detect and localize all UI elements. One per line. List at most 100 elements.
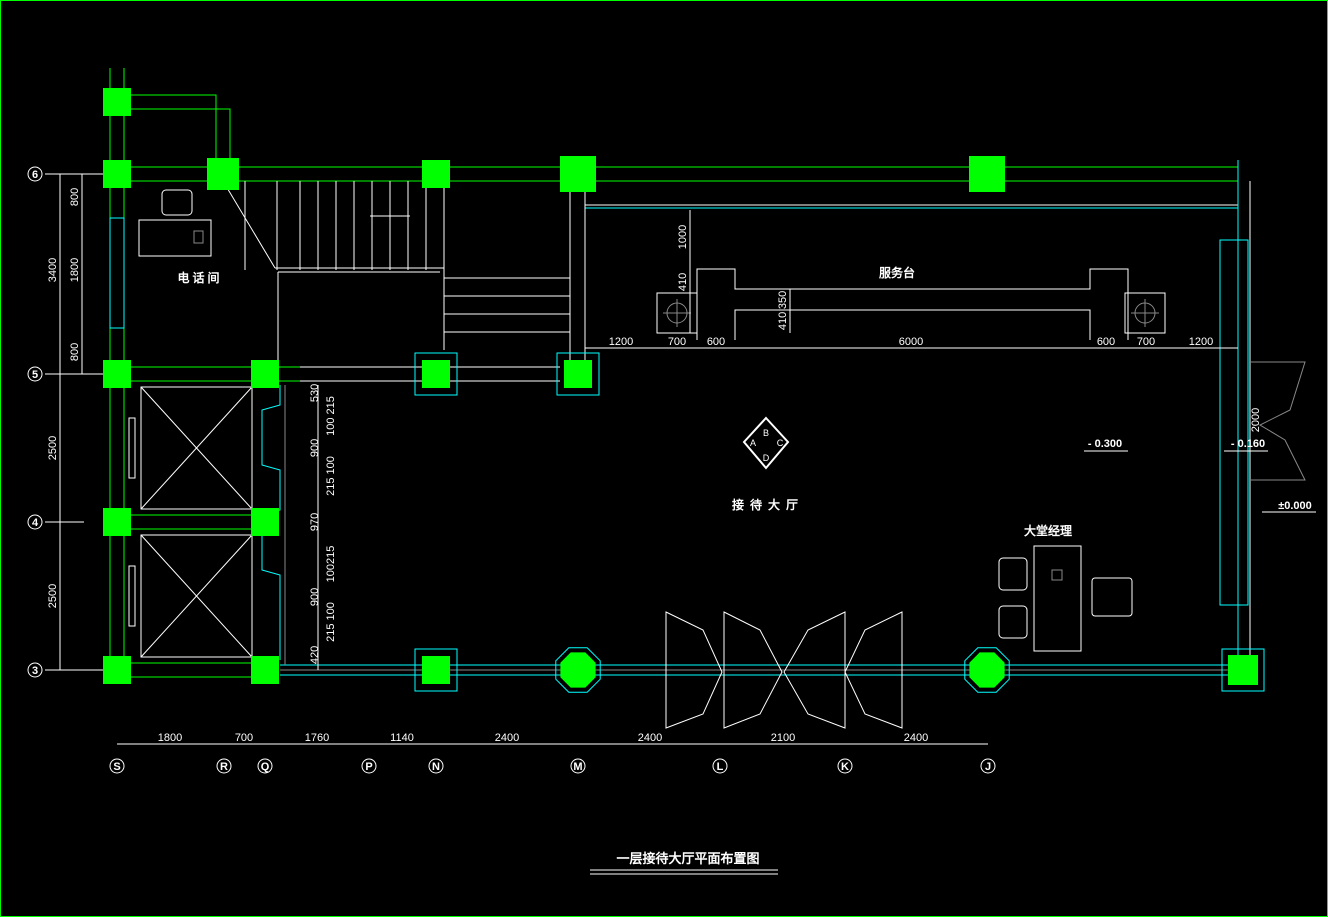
- grid-col-r: R: [216, 758, 232, 774]
- svg-text:K: K: [841, 761, 849, 773]
- column: [103, 508, 131, 536]
- column: [251, 656, 279, 684]
- elevator-dimensions: 530 100 215 900 215 100 970 100215 900 2…: [309, 384, 337, 664]
- svg-text:P: P: [365, 761, 372, 773]
- column: [422, 360, 450, 388]
- svg-text:800: 800: [69, 188, 81, 206]
- svg-text:100 215: 100 215: [325, 396, 337, 436]
- svg-text:215 100: 215 100: [325, 456, 337, 496]
- column: [251, 508, 279, 536]
- svg-text:215 100: 215 100: [325, 602, 337, 642]
- svg-text:1760: 1760: [305, 732, 329, 744]
- svg-text:1800: 1800: [69, 258, 81, 282]
- svg-text:420: 420: [309, 646, 321, 664]
- desk-dimensions: 1200 700 600 6000 600 700 1200 1000 410 …: [609, 225, 1262, 432]
- grid-col-j: J: [980, 758, 996, 774]
- svg-text:970: 970: [309, 513, 321, 531]
- round-column-casing: [964, 647, 1010, 693]
- svg-text:530: 530: [309, 384, 321, 402]
- grid-columns: S R Q P N M L K J: [109, 758, 996, 774]
- grid-row-5: 5: [27, 366, 43, 382]
- svg-text:C: C: [777, 438, 784, 448]
- column: [103, 160, 131, 188]
- label-service-desk: 服务台: [879, 265, 915, 280]
- structural-columns: [103, 88, 1265, 693]
- grid-row-6: 6: [27, 166, 43, 182]
- svg-text:3400: 3400: [47, 258, 59, 282]
- column: [207, 158, 239, 190]
- svg-text:N: N: [432, 761, 440, 773]
- column: [560, 156, 596, 192]
- svg-text:D: D: [763, 453, 770, 463]
- bottom-dimensions: 1800 700 1760 1140 2400 2400 2100 2400: [158, 732, 928, 744]
- column: [251, 360, 279, 388]
- column-casing: [556, 352, 600, 396]
- svg-text:2400: 2400: [904, 732, 928, 744]
- svg-text:5: 5: [32, 369, 38, 381]
- column: [1228, 655, 1258, 685]
- svg-text:700: 700: [668, 336, 686, 348]
- svg-text:6: 6: [32, 169, 38, 181]
- svg-text:B: B: [763, 428, 769, 438]
- elevation-outside: ±0.000: [1278, 500, 1312, 512]
- grid-col-q: Q: [257, 758, 273, 774]
- column: [969, 156, 1005, 192]
- svg-text:A: A: [750, 438, 756, 448]
- label-lobby-manager: 大堂经理: [1024, 523, 1072, 538]
- svg-text:700: 700: [235, 732, 253, 744]
- column-casing: [414, 352, 458, 396]
- svg-text:800: 800: [69, 343, 81, 361]
- svg-text:350: 350: [777, 291, 789, 309]
- svg-text:410: 410: [677, 273, 689, 291]
- svg-text:L: L: [717, 761, 724, 773]
- grid-col-p: P: [361, 758, 377, 774]
- label-reception-hall: 接待大厅: [732, 497, 804, 512]
- grid-row-3: 3: [27, 662, 43, 678]
- svg-text:2400: 2400: [638, 732, 662, 744]
- elevation-hall: - 0.300: [1088, 438, 1122, 450]
- grid-col-s: S: [109, 758, 125, 774]
- column: [422, 656, 450, 684]
- svg-text:410: 410: [777, 312, 789, 330]
- floor-pattern-symbol: B A C D: [742, 416, 790, 470]
- column: [422, 160, 450, 188]
- svg-text:3: 3: [32, 665, 38, 677]
- column-casing: [1221, 648, 1265, 692]
- svg-text:2000: 2000: [1250, 408, 1262, 432]
- column: [103, 360, 131, 388]
- svg-text:700: 700: [1137, 336, 1155, 348]
- svg-text:1800: 1800: [158, 732, 182, 744]
- svg-text:2400: 2400: [495, 732, 519, 744]
- round-column: [560, 652, 596, 688]
- grid-col-k: K: [837, 758, 853, 774]
- column: [103, 656, 131, 684]
- svg-text:4: 4: [32, 517, 39, 529]
- grid-col-l: L: [712, 758, 728, 774]
- left-dimensions: 3400 2500 2500 800 1800 800: [47, 188, 81, 608]
- svg-text:S: S: [113, 761, 120, 773]
- svg-text:6000: 6000: [899, 336, 923, 348]
- svg-text:600: 600: [707, 336, 725, 348]
- svg-text:1200: 1200: [609, 336, 633, 348]
- svg-text:R: R: [220, 761, 228, 773]
- label-phone-room: 电话间: [177, 270, 222, 285]
- svg-text:2100: 2100: [771, 732, 795, 744]
- svg-text:1140: 1140: [390, 732, 414, 744]
- svg-text:1200: 1200: [1189, 336, 1213, 348]
- svg-text:1000: 1000: [677, 225, 689, 249]
- drawing-title: 一层接待大厅平面布置图: [616, 851, 759, 866]
- grid-col-m: M: [570, 758, 586, 774]
- grid-col-n: N: [428, 758, 444, 774]
- elevation-entrance: - 0.160: [1231, 438, 1265, 450]
- grid-row-4: 4: [27, 514, 43, 530]
- round-column: [969, 652, 1005, 688]
- column: [564, 360, 592, 388]
- round-column-casing: [555, 647, 601, 693]
- svg-text:600: 600: [1097, 336, 1115, 348]
- svg-text:M: M: [573, 761, 582, 773]
- svg-text:J: J: [985, 761, 991, 773]
- svg-text:900: 900: [309, 588, 321, 606]
- column-casing: [414, 648, 458, 692]
- svg-text:900: 900: [309, 439, 321, 457]
